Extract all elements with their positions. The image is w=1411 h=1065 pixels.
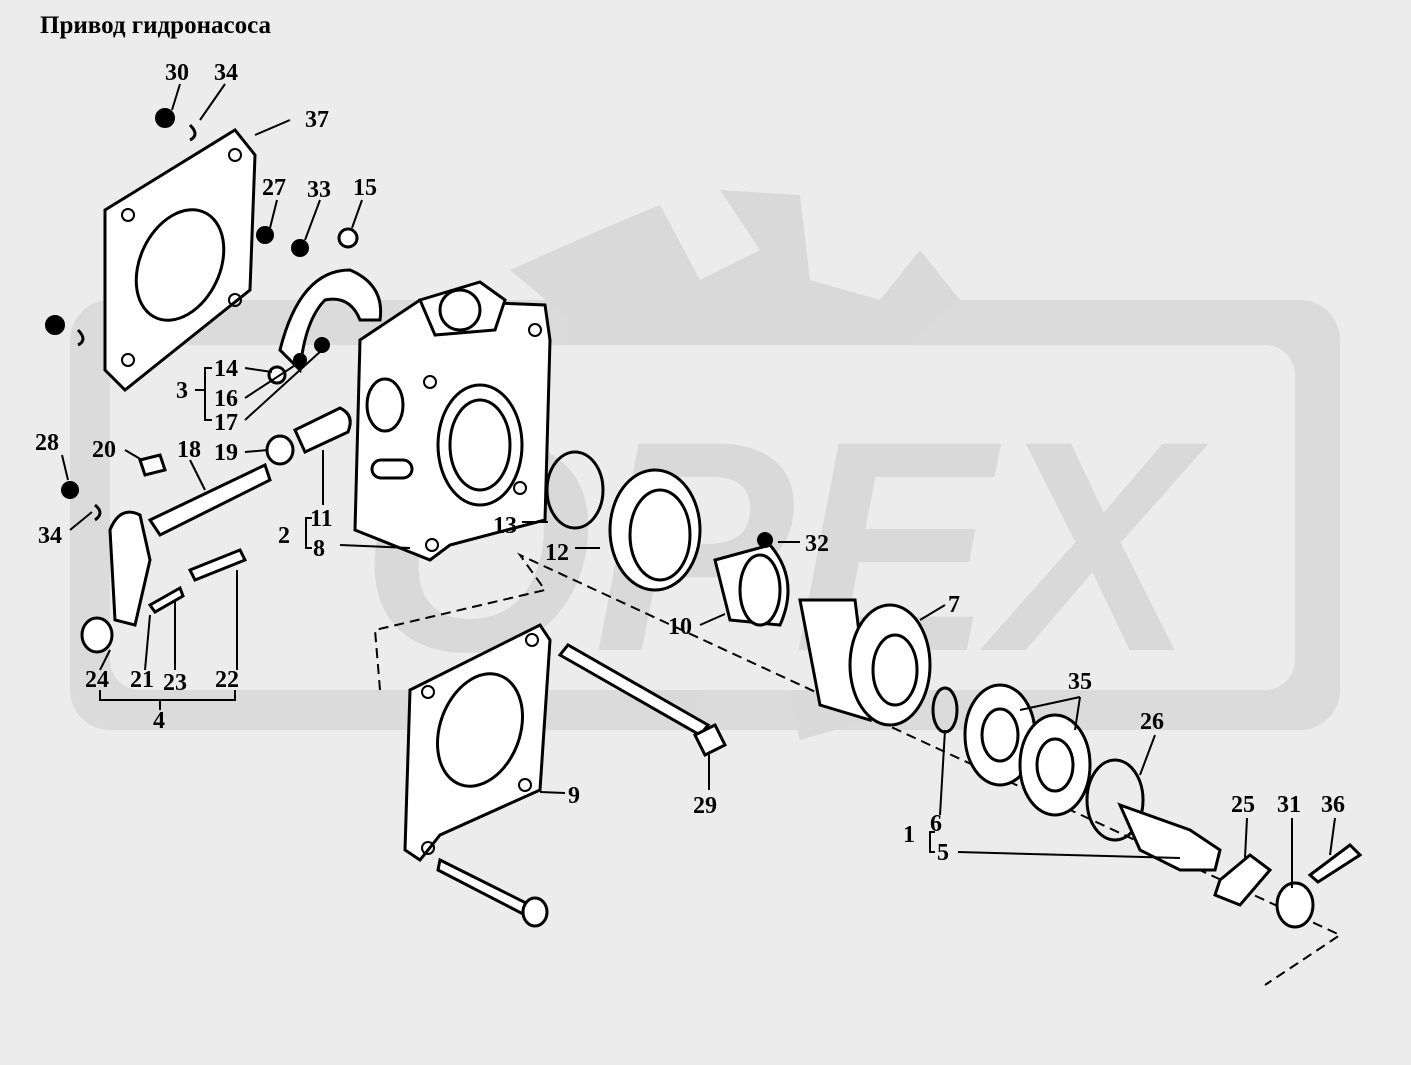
label-20: 20 bbox=[92, 437, 116, 463]
label-4: 4 bbox=[153, 708, 165, 734]
leader-lines bbox=[61, 83, 1336, 888]
label-19: 19 bbox=[214, 440, 238, 466]
label-23: 23 bbox=[163, 670, 187, 696]
label-16: 16 bbox=[214, 386, 238, 412]
diagram-title: Привод гидронасоса bbox=[40, 12, 271, 39]
label-31: 31 bbox=[1277, 792, 1301, 818]
rotating-components bbox=[545, 450, 1363, 929]
label-34b: 34 bbox=[38, 523, 62, 549]
nut-and-washer-top bbox=[45, 108, 197, 347]
label-6: 6 bbox=[930, 811, 942, 837]
assembly-dashed-line bbox=[373, 552, 1343, 986]
label-35: 35 bbox=[1068, 669, 1092, 695]
label-30: 30 bbox=[165, 60, 189, 86]
label-10: 10 bbox=[668, 614, 692, 640]
bottom-flange-plate bbox=[403, 623, 552, 863]
label-21: 21 bbox=[130, 667, 154, 693]
label-36: 36 bbox=[1321, 792, 1345, 818]
label-12: 12 bbox=[545, 540, 569, 566]
label-22: 22 bbox=[215, 667, 239, 693]
label-11: 11 bbox=[310, 506, 333, 532]
label-18: 18 bbox=[177, 437, 201, 463]
label-15: 15 bbox=[353, 175, 377, 201]
label-3: 3 bbox=[176, 378, 188, 404]
label-2: 2 bbox=[278, 523, 290, 549]
label-9: 9 bbox=[568, 783, 580, 809]
label-8: 8 bbox=[313, 536, 325, 562]
label-33: 33 bbox=[307, 177, 331, 203]
label-29: 29 bbox=[693, 793, 717, 819]
label-32: 32 bbox=[805, 531, 829, 557]
label-37: 37 bbox=[305, 107, 329, 133]
label-27: 27 bbox=[262, 175, 286, 201]
label-13: 13 bbox=[493, 513, 517, 539]
pump-drive-housing bbox=[353, 280, 552, 562]
label-28: 28 bbox=[35, 430, 59, 456]
label-7: 7 bbox=[948, 592, 960, 618]
watermark: OPEX bbox=[70, 190, 1340, 740]
label-14: 14 bbox=[214, 356, 238, 382]
label-17: 17 bbox=[214, 410, 238, 436]
label-5: 5 bbox=[937, 840, 949, 866]
label-25: 25 bbox=[1231, 792, 1255, 818]
label-1: 1 bbox=[903, 822, 915, 848]
label-34a: 34 bbox=[214, 60, 238, 86]
lever-and-shaft-assembly bbox=[61, 453, 272, 654]
long-bolts bbox=[436, 643, 728, 928]
label-26: 26 bbox=[1140, 709, 1164, 735]
label-24: 24 bbox=[85, 667, 109, 693]
part-labels: 30 34 37 27 33 15 14 3 16 17 28 20 18 19… bbox=[35, 60, 1345, 866]
top-cover-plate bbox=[103, 128, 257, 393]
